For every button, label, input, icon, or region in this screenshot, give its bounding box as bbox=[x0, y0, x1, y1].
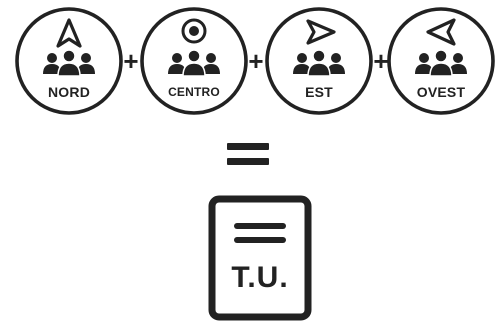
people-group-icon bbox=[293, 49, 345, 77]
plus-operator-3: + bbox=[373, 46, 389, 76]
result-label: T.U. bbox=[231, 261, 289, 294]
group-label-est: EST bbox=[305, 84, 333, 100]
east-arrow-icon bbox=[306, 19, 336, 45]
group-est-badge bbox=[265, 7, 373, 115]
people-group-icon bbox=[168, 49, 220, 77]
group-nord: NORD bbox=[14, 6, 124, 116]
equals-bar-top bbox=[227, 143, 269, 150]
group-nord-badge bbox=[15, 7, 123, 115]
plus-operator-1: + bbox=[123, 46, 139, 76]
group-ovest: OVEST bbox=[386, 6, 496, 116]
equals-bar-bottom bbox=[227, 158, 269, 165]
target-icon bbox=[181, 18, 207, 44]
group-centro: CENTRO bbox=[139, 6, 249, 116]
result-document: T.U. bbox=[208, 195, 312, 321]
plus-operator-2: + bbox=[248, 46, 264, 76]
group-ovest-badge bbox=[387, 7, 495, 115]
people-group-icon bbox=[43, 49, 95, 77]
group-label-ovest: OVEST bbox=[416, 84, 466, 100]
group-label-nord: NORD bbox=[47, 84, 91, 100]
west-arrow-icon bbox=[426, 18, 456, 46]
document-icon bbox=[208, 195, 312, 321]
group-centro-badge bbox=[140, 7, 248, 115]
people-group-icon bbox=[415, 49, 467, 77]
group-label-centro: CENTRO bbox=[168, 85, 220, 99]
group-est: EST bbox=[264, 6, 374, 116]
north-arrow-icon bbox=[56, 18, 82, 48]
equals-operator bbox=[227, 143, 269, 165]
